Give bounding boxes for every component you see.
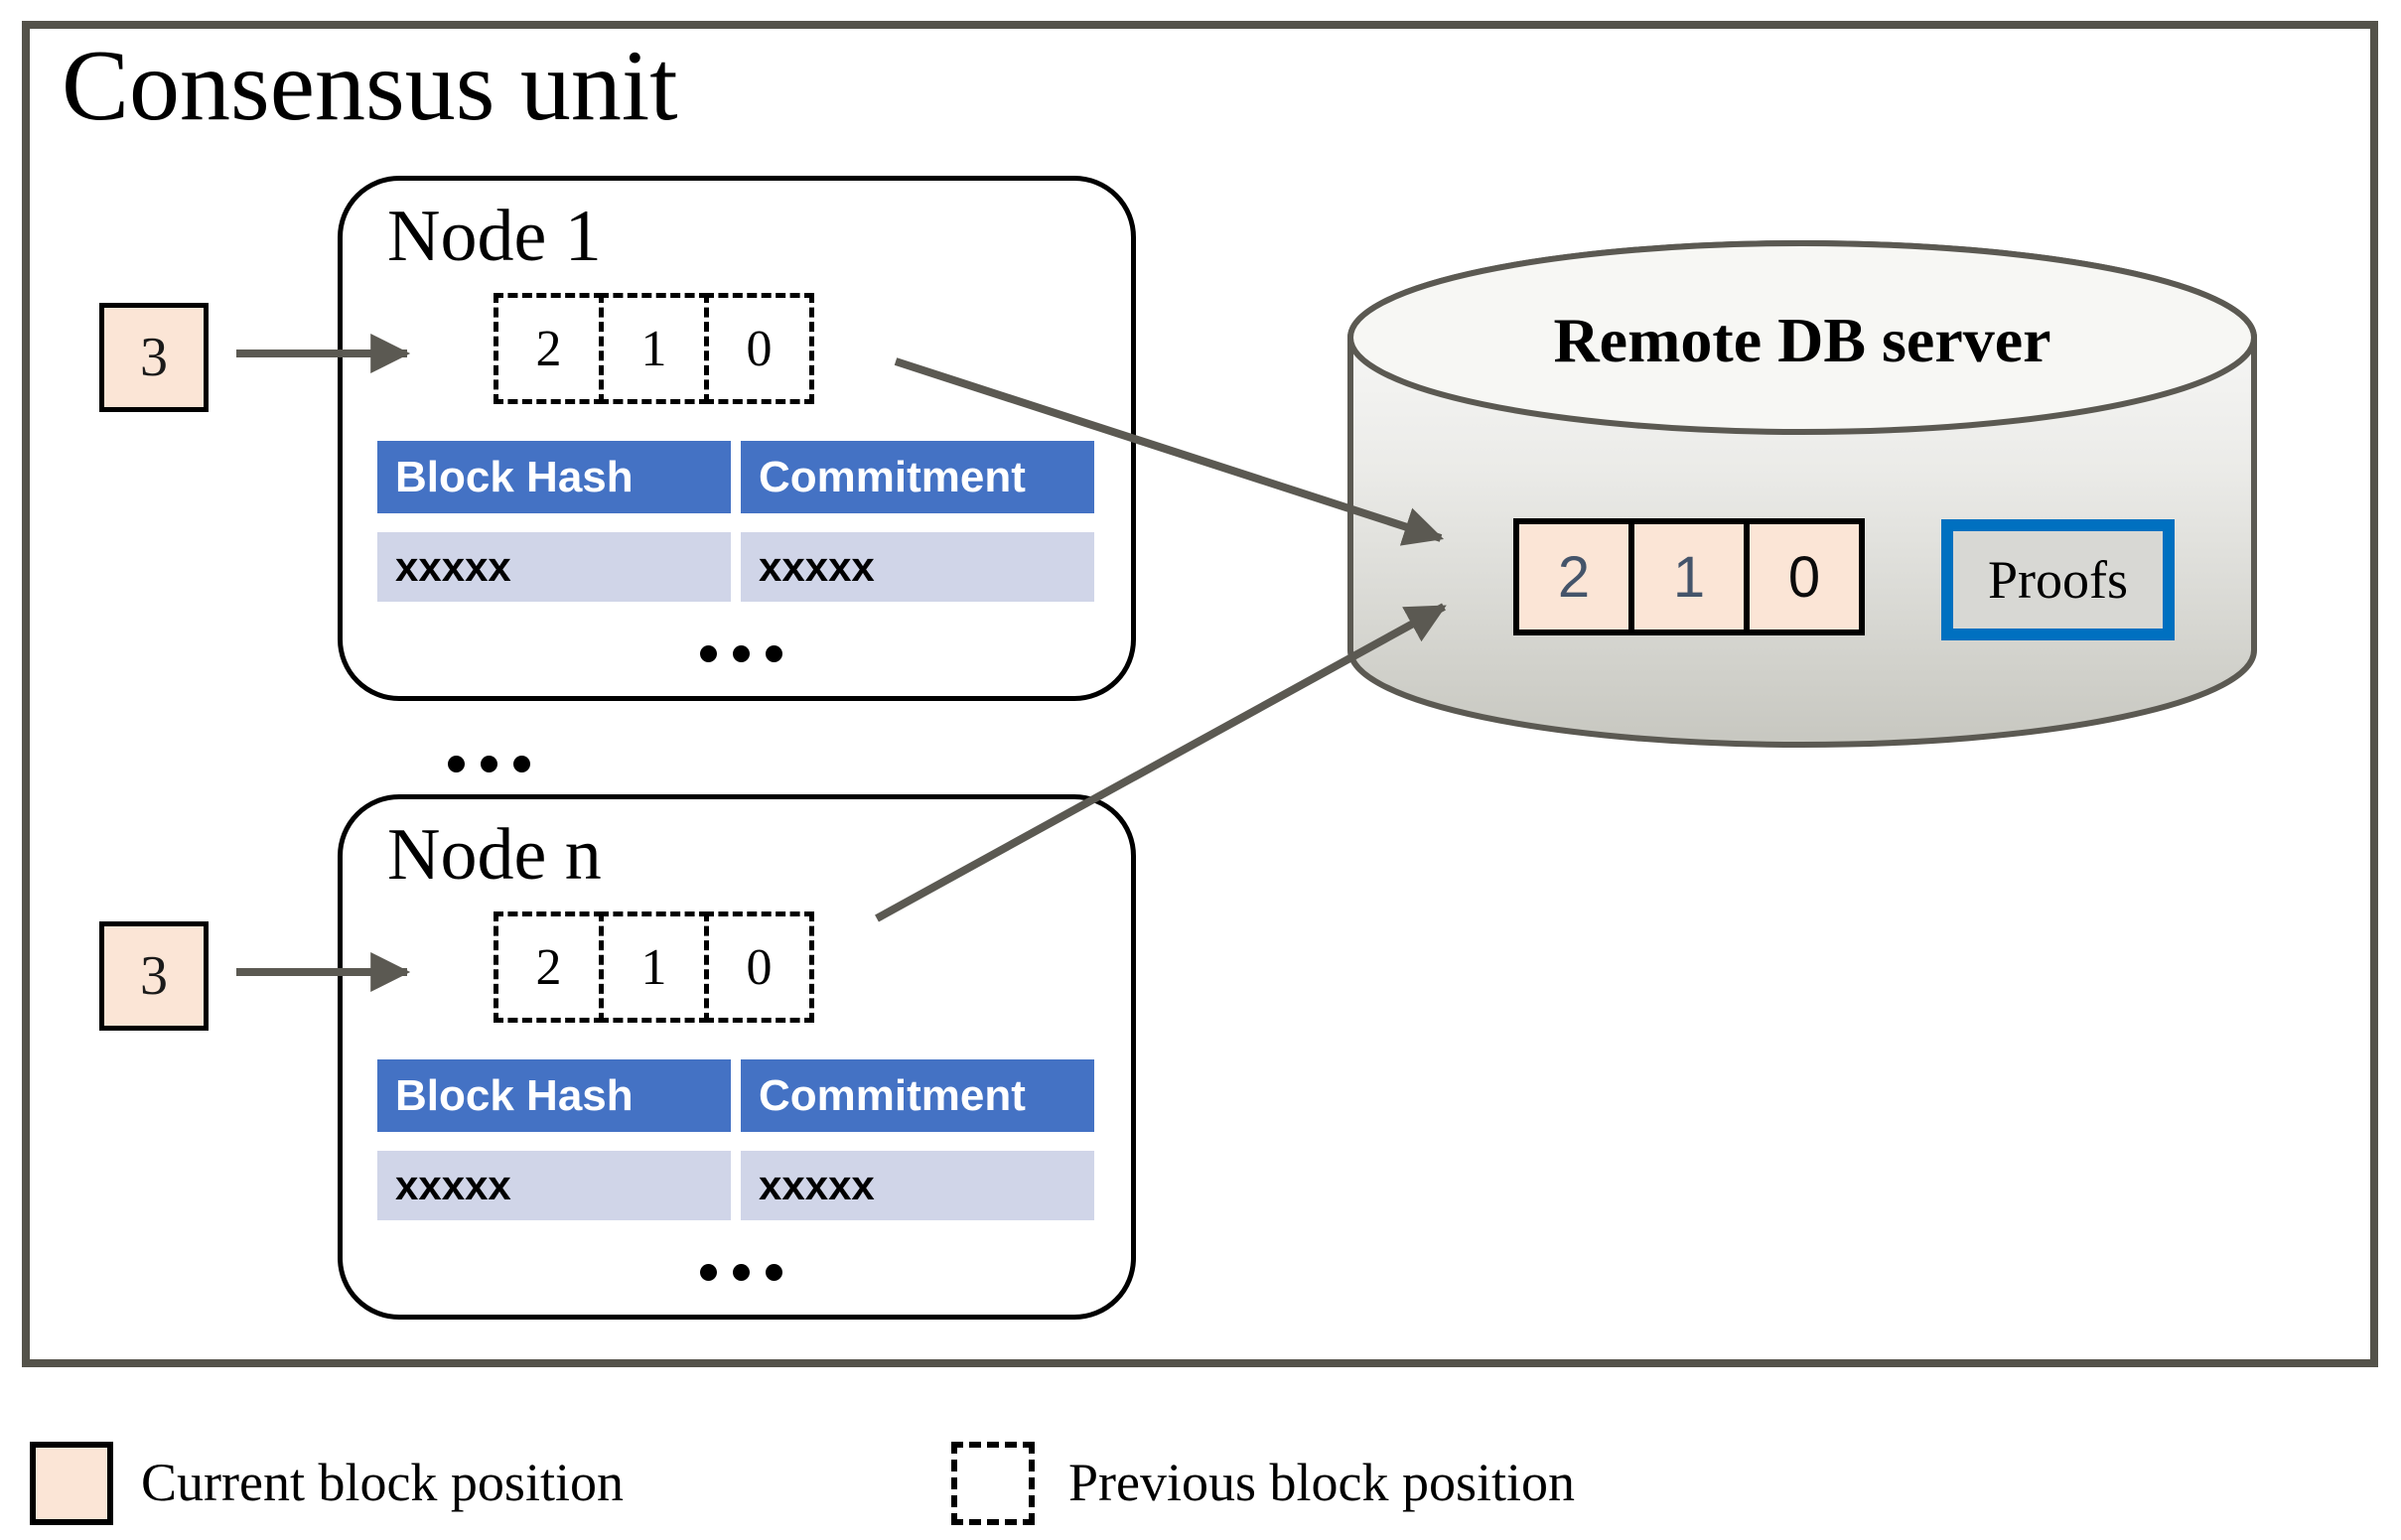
block-position-value: 2 (535, 320, 562, 377)
dot-icon (700, 645, 717, 662)
previous-block-row: 2 1 0 (494, 911, 814, 1023)
table-header-cell: Block Hash (377, 1059, 731, 1132)
dot-icon (481, 756, 497, 772)
proofs-label: Proofs (1987, 550, 2128, 610)
table-data-cell: xxxxx (377, 1151, 731, 1220)
dot-icon (766, 645, 782, 662)
consensus-unit-title: Consensus unit (62, 30, 678, 142)
incoming-block-box: 3 (99, 303, 209, 412)
previous-block-cell: 2 (494, 293, 604, 404)
block-position-value: 1 (1672, 544, 1706, 610)
dot-icon (733, 1264, 750, 1281)
ellipsis-dots (700, 645, 782, 662)
dot-icon (766, 1264, 782, 1281)
incoming-block-value: 3 (140, 945, 168, 1007)
legend-previous-swatch (951, 1442, 1035, 1525)
dot-icon (513, 756, 530, 772)
block-position-value: 0 (746, 938, 773, 996)
arrow-noden-to-server-icon (875, 603, 1447, 922)
dot-icon (448, 756, 465, 772)
dot-icon (733, 645, 750, 662)
previous-block-cell: 0 (704, 911, 814, 1023)
hash-commitment-table: Block Hash Commitment xxxxx xxxxx (377, 1059, 1094, 1220)
block-position-value: 2 (1557, 544, 1591, 610)
consensus-unit-box (22, 21, 2378, 1367)
server-block-cell: 2 (1513, 518, 1634, 635)
previous-block-cell: 0 (704, 293, 814, 404)
block-position-value: 0 (746, 320, 773, 377)
table-header-cell: Block Hash (377, 441, 731, 513)
db-cylinder-top (1347, 240, 2257, 435)
server-block-row: 2 1 0 (1513, 518, 1865, 635)
ellipsis-dots (700, 1264, 782, 1281)
block-position-value: 1 (640, 320, 667, 377)
node-title: Node 1 (387, 196, 602, 277)
block-position-value: 1 (640, 938, 667, 996)
legend-current-swatch (30, 1442, 113, 1525)
server-title: Remote DB server (1553, 305, 2051, 375)
legend-previous-label: Previous block position (1068, 1453, 1575, 1512)
ellipsis-dots (448, 756, 530, 772)
hash-commitment-table: Block Hash Commitment xxxxx xxxxx (377, 441, 1094, 602)
block-position-value: 0 (1787, 544, 1821, 610)
dot-icon (700, 1264, 717, 1281)
table-header-cell: Commitment (741, 441, 1094, 513)
previous-block-row: 2 1 0 (494, 293, 814, 404)
proofs-box: Proofs (1941, 519, 2175, 640)
legend-current-label: Current block position (141, 1453, 624, 1512)
table-data-cell: xxxxx (741, 532, 1094, 602)
incoming-block-value: 3 (140, 327, 168, 388)
arrow-node1-to-server-icon (894, 357, 1445, 546)
node-card: Node 1 2 1 0 Block Hash Commitment xxxxx… (338, 176, 1136, 701)
table-header-cell: Commitment (741, 1059, 1094, 1132)
incoming-block-box: 3 (99, 921, 209, 1031)
table-data-cell: xxxxx (377, 532, 731, 602)
server-block-cell: 1 (1628, 518, 1750, 635)
block-position-value: 2 (535, 938, 562, 996)
node-title: Node n (387, 814, 602, 896)
server-block-cell: 0 (1744, 518, 1865, 635)
node-card: Node n 2 1 0 Block Hash Commitment xxxxx… (338, 794, 1136, 1320)
table-data-cell: xxxxx (741, 1151, 1094, 1220)
